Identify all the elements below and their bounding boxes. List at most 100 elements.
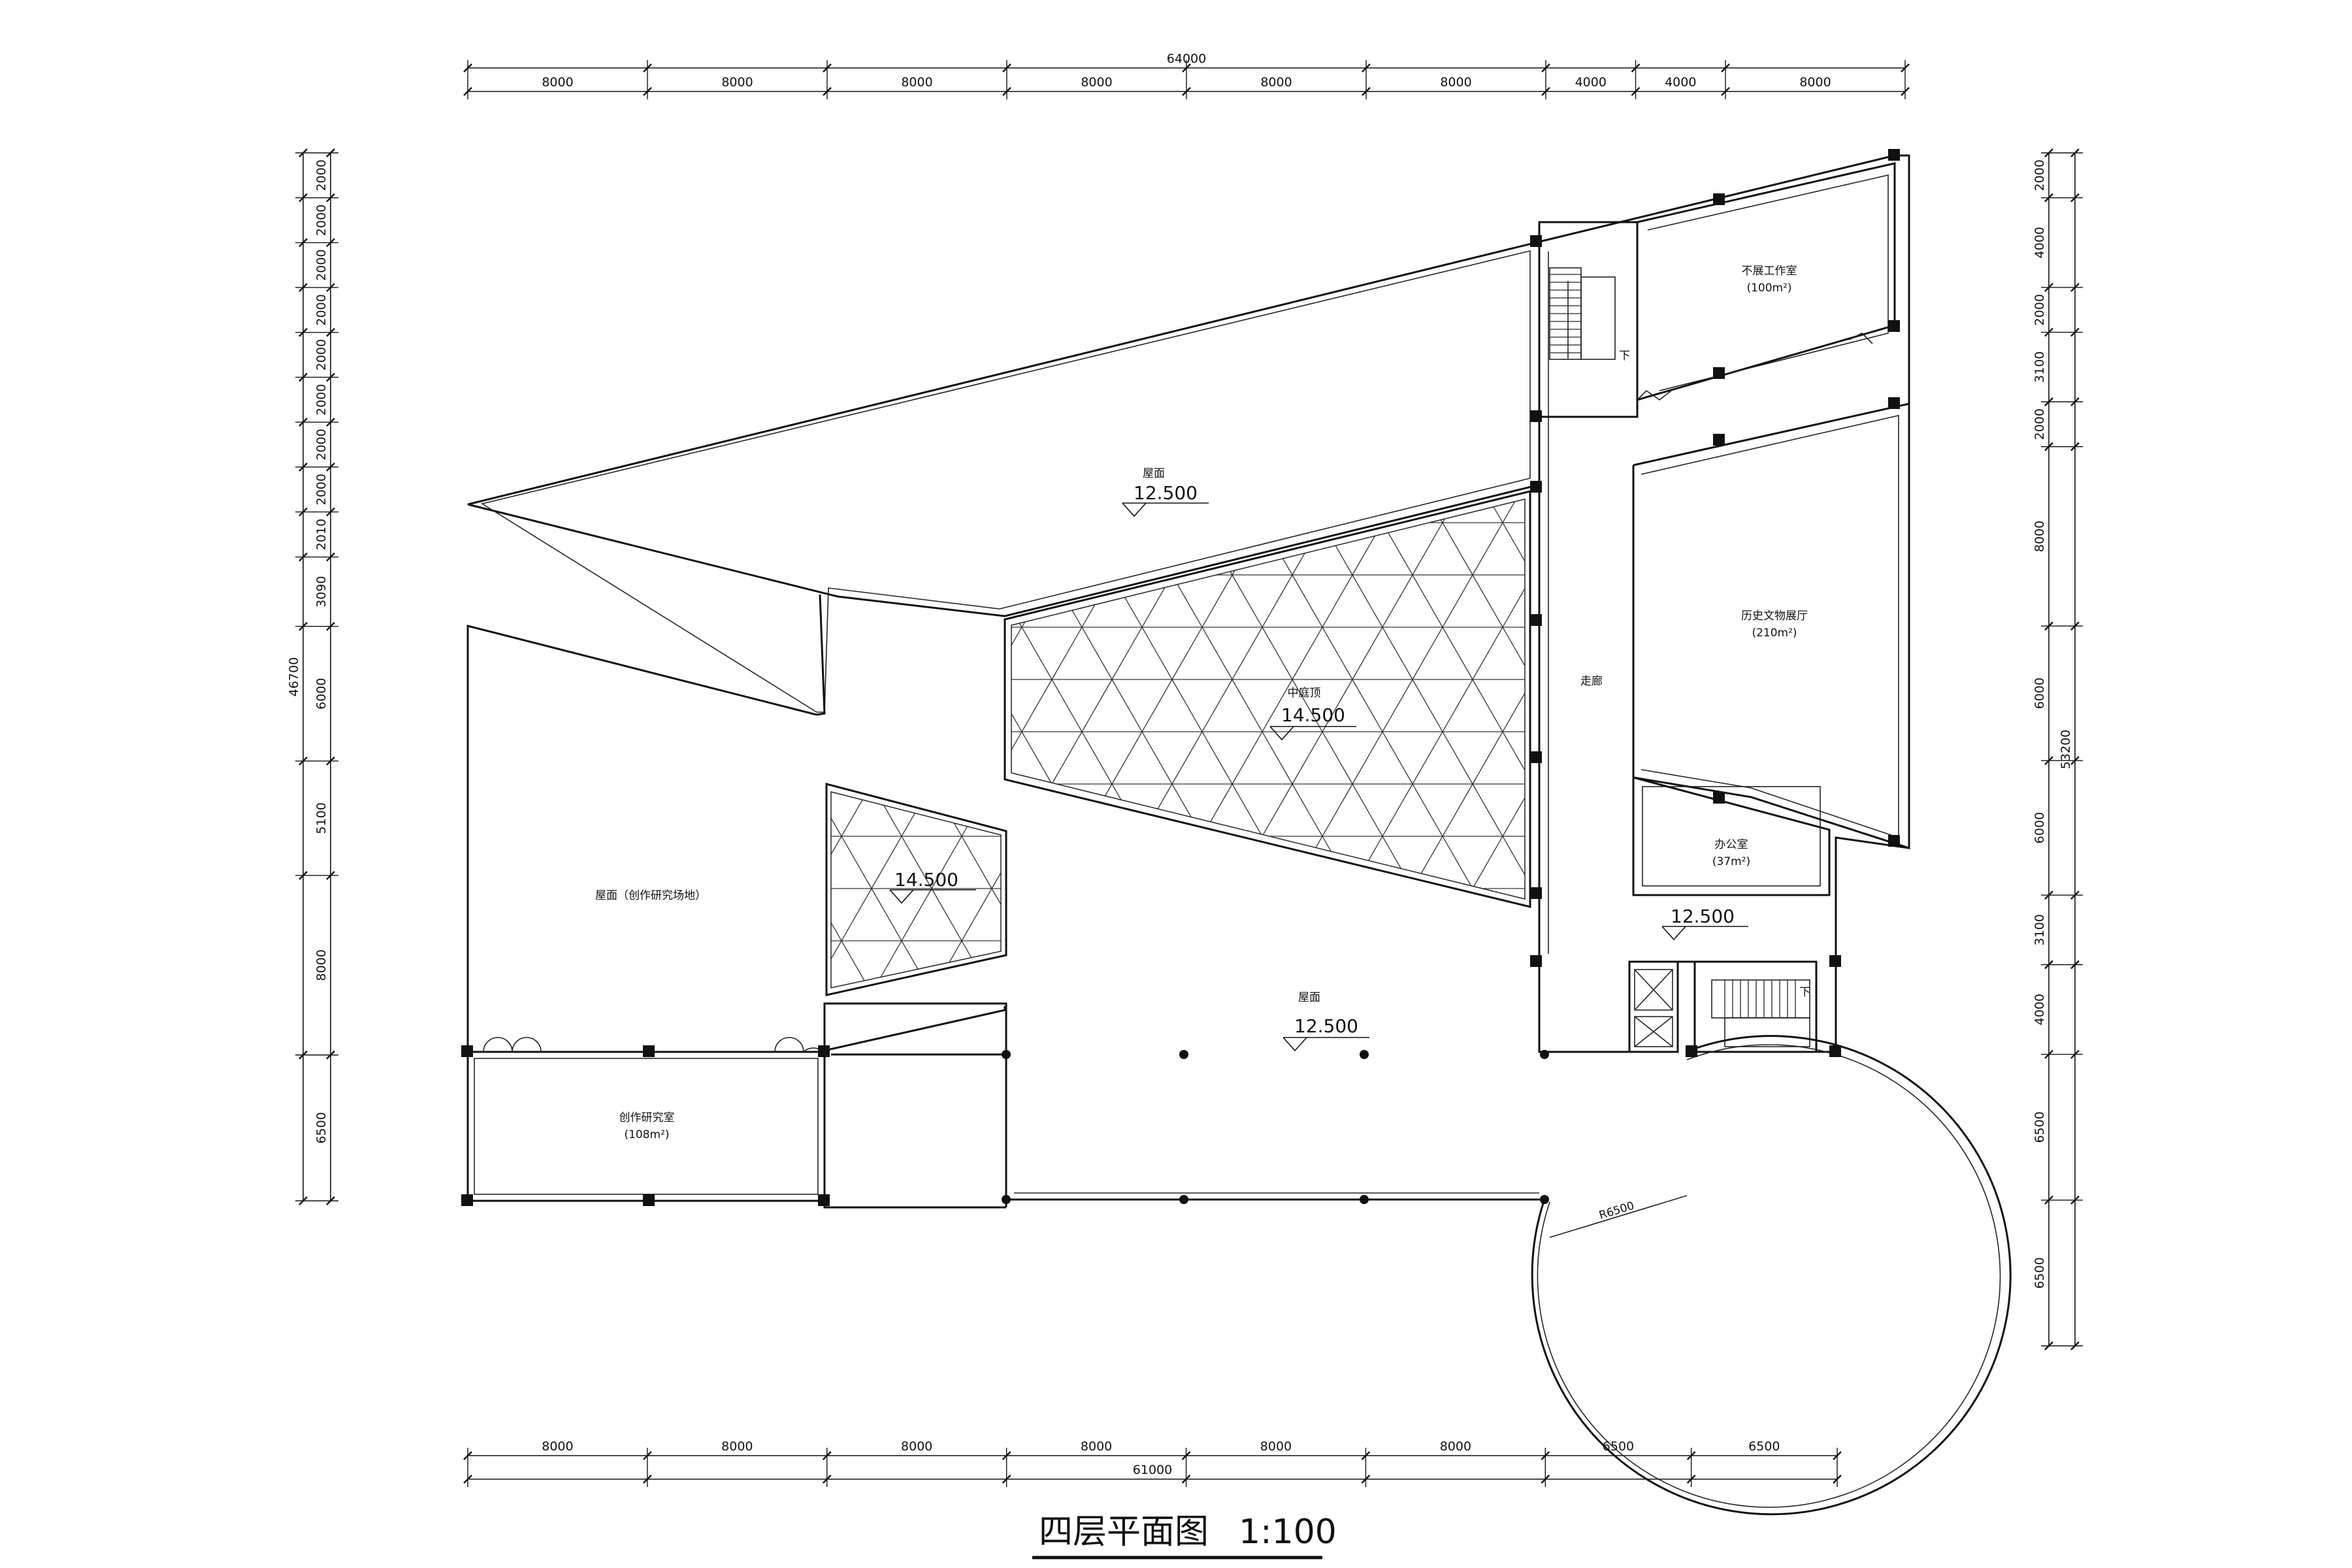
stair-bottom-treads <box>1724 980 1796 1018</box>
elevator-1-x2 <box>1634 969 1673 1011</box>
dimension-total-label: 53200 <box>2059 730 2073 769</box>
drawing-scale: 1:100 <box>1239 1512 1337 1552</box>
studio-door-left <box>483 1037 542 1053</box>
dimension-segment-label: 3100 <box>2033 351 2047 383</box>
dimension-total-label: 46700 <box>287 657 301 696</box>
elevator-1 <box>1634 969 1673 1011</box>
dimension-chain-left: 2000200020002000200020002000200020103090… <box>287 148 338 1205</box>
dimension-segment-label: 2000 <box>314 250 329 281</box>
roof-top-label: 屋面 <box>1143 467 1165 480</box>
roof-bottom-elevation: 12.500 <box>1294 1015 1358 1037</box>
dimension-segment-label: 8000 <box>901 1439 932 1454</box>
elevator-2-x2 <box>1634 1016 1673 1047</box>
columns-round <box>1002 1050 1549 1204</box>
stair-bottom-outline <box>1693 960 1818 1053</box>
dimension-segment-label: 8000 <box>1260 1439 1292 1454</box>
workroom-inner <box>1647 174 1889 391</box>
lower-roof-outline <box>823 1052 1006 1209</box>
history-hall-area: (210m²) <box>1752 627 1797 640</box>
dimension-segment-label: 8000 <box>1440 75 1471 90</box>
history-hall-label: 历史文物展厅 <box>1741 610 1808 623</box>
dimension-segment-label: 2000 <box>314 429 329 460</box>
roof-top-elevation: 12.500 <box>1134 482 1198 504</box>
history-hall-outline <box>1633 402 1910 850</box>
dimension-segment-label: 2000 <box>314 474 329 505</box>
dimension-total-label: 61000 <box>1133 1463 1172 1477</box>
radius-label: R6500 <box>1597 1200 1636 1222</box>
dimension-segment-label: 6500 <box>314 1112 329 1143</box>
roof-wedge-outline <box>467 240 1541 617</box>
atrium-elevation: 14.500 <box>1281 704 1345 726</box>
office-outline <box>1632 776 1831 896</box>
roof-left-label: 屋面（创作研究场地） <box>595 889 706 902</box>
studio-label: 创作研究室 <box>619 1111 675 1124</box>
dimension-segment-label: 2000 <box>2033 408 2047 440</box>
dimension-segment-label: 3100 <box>2033 914 2047 945</box>
elevation-marks <box>889 502 1748 1052</box>
dimension-segment-label: 4000 <box>2033 994 2047 1025</box>
dimension-segment-label: 3090 <box>314 576 329 607</box>
dimension-segment-label: 6500 <box>2033 1257 2047 1288</box>
dimension-segment-label: 2010 <box>314 519 329 550</box>
dimension-segment-label: 8000 <box>1799 75 1831 90</box>
stair-top-treads <box>1550 274 1581 353</box>
drawing-title: 四层平面图 <box>1039 1512 1209 1552</box>
south-slab-outline <box>824 1006 1006 1052</box>
dimension-total-label: 64000 <box>1167 52 1206 66</box>
dimension-segment-label: 6500 <box>1603 1439 1634 1454</box>
dimension-segment-label: 8000 <box>1081 75 1112 90</box>
radius-line <box>1549 1195 1688 1238</box>
studio-door-right <box>774 1037 824 1053</box>
lower-roof-slab <box>831 1053 1007 1207</box>
roof-wedge-cut <box>816 594 826 716</box>
dimension-segment-label: 8000 <box>542 1439 573 1454</box>
dimension-segment-label: 8000 <box>1081 1439 1112 1454</box>
atrium-label: 中庭顶 <box>1288 687 1321 700</box>
dimension-segment-label: 6500 <box>1748 1439 1780 1454</box>
workroom-label: 不展工作室 <box>1742 265 1797 278</box>
corridor-label: 走廊 <box>1580 675 1603 688</box>
workroom-door-2 <box>1848 333 1873 344</box>
small-skylight-outline <box>825 783 1007 996</box>
dimension-segment-label: 5100 <box>314 802 329 834</box>
stair-top-outline <box>1538 221 1639 418</box>
dimension-segment-label: 8000 <box>2033 521 2047 552</box>
dimension-segment-label: 2000 <box>314 294 329 325</box>
stair-top-well <box>1580 276 1616 360</box>
dimension-segment-label: 2000 <box>2033 159 2047 191</box>
dimension-segment-label: 2000 <box>314 204 329 236</box>
office-area: (37m²) <box>1712 855 1750 868</box>
dimension-segment-label: 8000 <box>314 949 329 981</box>
dimension-segment-label: 2000 <box>314 339 329 370</box>
roof-bottom-label: 屋面 <box>1298 991 1320 1004</box>
elevator-block <box>1628 960 1679 1053</box>
office-label: 办公室 <box>1715 838 1748 851</box>
studio-area: (108m²) <box>624 1128 669 1141</box>
corridor-elevation: 12.500 <box>1671 906 1735 927</box>
dimension-segment-label: 8000 <box>1260 75 1292 90</box>
atrium-grid <box>1011 498 1526 900</box>
workroom-outline <box>1637 162 1896 401</box>
elevator-2 <box>1634 1016 1673 1047</box>
workroom-door <box>1637 389 1672 400</box>
studio-room-outline <box>466 1051 826 1202</box>
stair-bottom-landing <box>1724 1017 1810 1047</box>
workroom-area: (100m²) <box>1746 282 1791 295</box>
dimension-chain-right: 2000 4000 2000 3100 2000 8000 6000 6000 3100 4000… <box>2033 148 2083 1350</box>
roof-wedge-inner <box>480 250 1531 713</box>
dimension-segment-label: 4000 <box>2033 227 2047 258</box>
stair-down-label-2: 下 <box>1799 986 1810 999</box>
dimension-segment-label: 8000 <box>901 75 932 90</box>
dimension-segment-label: 2000 <box>2033 294 2047 325</box>
dimension-segment-label: 8000 <box>542 75 573 90</box>
dimension-segment-label: 6500 <box>2033 1111 2047 1143</box>
stair-down-label-1: 下 <box>1619 350 1630 363</box>
studio-room-inner <box>474 1058 819 1195</box>
dimension-segment-label: 6000 <box>2033 812 2047 843</box>
dimension-segment-label: 8000 <box>721 75 753 90</box>
dimension-segment-label: 6000 <box>2033 678 2047 709</box>
dimension-segment-label: 2000 <box>314 159 329 191</box>
